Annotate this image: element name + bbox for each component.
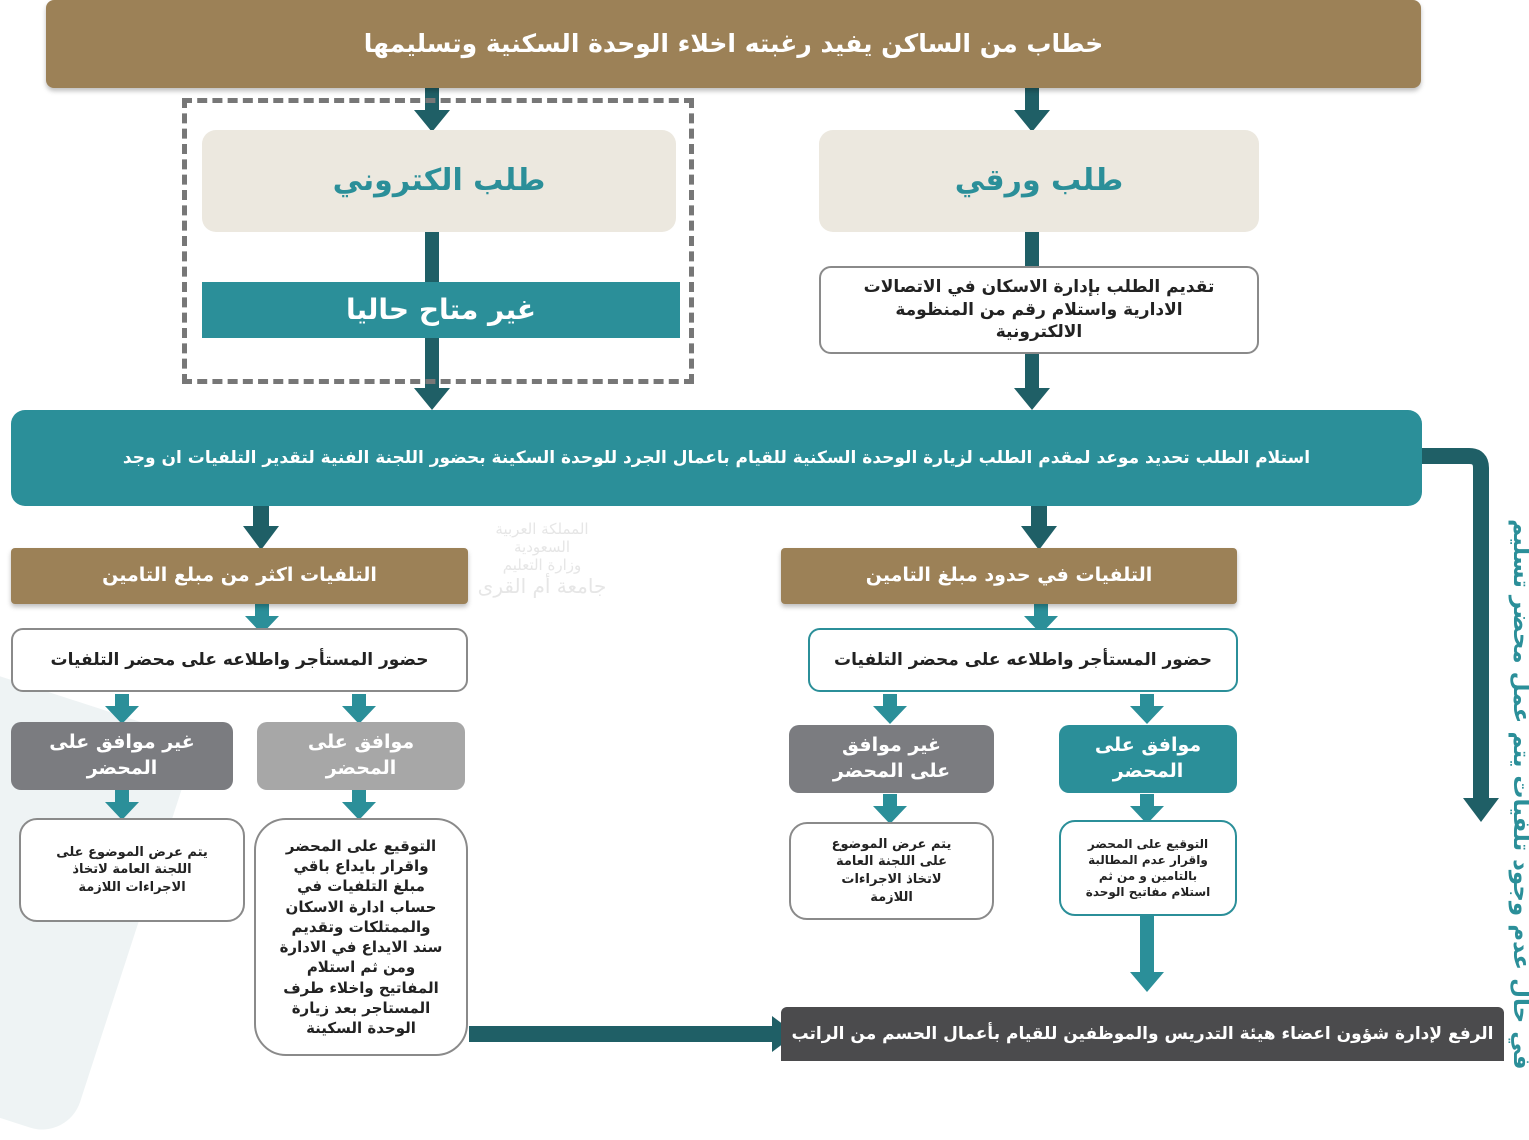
committee-left-label: يتم عرض الموضوع على اللجنة العامة لاتخاذ… [57, 844, 209, 895]
final-box: الرفع لإدارة شؤون اعضاء هيئة التدريس وال… [782, 1007, 1505, 1061]
damage-exceeds-box: التلفيات اكثر من مبلع التامين [12, 548, 469, 604]
arrowhead [1022, 526, 1058, 550]
agree-right-label: موافق على المحضر [1095, 734, 1203, 782]
damage-within-label: التلفيات في حدود مبلغ التامين [866, 564, 1154, 587]
not-available-label: غير متاح حاليا [346, 293, 538, 327]
small-arrows [106, 604, 1165, 992]
committee-left-box: يتم عرض الموضوع على اللجنة العامة لاتخاذ… [20, 818, 246, 922]
sign-left-box: التوقيع على المحضر واقرار بايداع باقي مب… [255, 818, 469, 1056]
tenant-attend-right-label: حضور المستأجر واطلاعه على محضر التلفيات [835, 649, 1213, 670]
side-note-label: في حال عدم وجود تلفيات يتم عمل محضر تسلي… [1509, 519, 1529, 1070]
submit-request-box: تقديم الطلب بإدارة الاسكان في الاتصالات … [820, 266, 1260, 354]
not-available-box: غير متاح حاليا [203, 282, 681, 338]
receive-request-box: استلام الطلب تحديد موعد لمقدم الطلب لزيا… [12, 410, 1423, 506]
disagree-left-label: غير موافق على المحضر [50, 731, 196, 779]
tenant-attend-right-box: حضور المستأجر واطلاعه على محضر التلفيات [809, 628, 1239, 692]
tenant-attend-left-box: حضور المستأجر واطلاعه على محضر التلفيات [12, 628, 469, 692]
arrowhead [1464, 798, 1500, 822]
watermark-line: جامعة أم القرى [478, 574, 608, 598]
sign-right-box: التوقيع على المحضر واقرار عدم المطالبة ب… [1060, 820, 1238, 916]
arrowhead [415, 110, 451, 132]
arrowhead [415, 388, 451, 410]
submit-request-label: تقديم الطلب بإدارة الاسكان في الاتصالات … [864, 276, 1216, 343]
side-note: في حال عدم وجود تلفيات يتم عمل محضر تسلي… [1509, 470, 1529, 1070]
damage-within-box: التلفيات في حدود مبلغ التامين [782, 548, 1238, 604]
watermark: المملكة العربية السعودية وزارة التعليم ج… [468, 520, 618, 598]
final-label: الرفع لإدارة شؤون اعضاء هيئة التدريس وال… [792, 1023, 1495, 1044]
electronic-request-box: طلب الكتروني [203, 130, 677, 232]
electronic-request-label: طلب الكتروني [333, 162, 547, 198]
watermark-line: المملكة العربية السعودية [496, 520, 590, 556]
committee-right-box: يتم عرض الموضوع على اللجنة العامة لاتخاذ… [790, 822, 995, 920]
sign-left-label: التوقيع على المحضر واقرار بايداع باقي مب… [280, 836, 444, 1037]
side-route-line [1420, 448, 1490, 800]
arrowhead [244, 526, 280, 550]
agree-left-label: موافق على المحضر [308, 731, 416, 779]
electronic-dashed-frame [183, 98, 695, 384]
disagree-right-box: غير موافق على المحضر [790, 725, 995, 793]
sign-right-label: التوقيع على المحضر واقرار عدم المطالبة ب… [1086, 836, 1212, 900]
agree-left-box: موافق على المحضر [258, 722, 466, 790]
watermark-line: وزارة التعليم [503, 556, 583, 574]
arrowhead [1015, 110, 1051, 132]
disagree-left-box: غير موافق على المحضر [12, 722, 234, 790]
damage-exceeds-label: التلفيات اكثر من مبلع التامين [103, 564, 378, 587]
disagree-right-label: غير موافق على المحضر [833, 734, 952, 782]
receive-request-label: استلام الطلب تحديد موعد لمقدم الطلب لزيا… [123, 447, 1312, 468]
tenant-attend-left-label: حضور المستأجر واطلاعه على محضر التلفيات [51, 649, 430, 670]
paper-request-label: طلب ورقي [955, 162, 1125, 198]
paper-request-box: طلب ورقي [820, 130, 1260, 232]
top-request-text: خطاب من الساكن يفيد رغبته اخلاء الوحدة ا… [364, 29, 1105, 59]
arrowhead [1015, 388, 1051, 410]
committee-right-label: يتم عرض الموضوع على اللجنة العامة لاتخاذ… [832, 836, 953, 905]
agree-right-box: موافق على المحضر [1060, 725, 1238, 793]
top-request-letter: خطاب من الساكن يفيد رغبته اخلاء الوحدة ا… [47, 0, 1422, 88]
